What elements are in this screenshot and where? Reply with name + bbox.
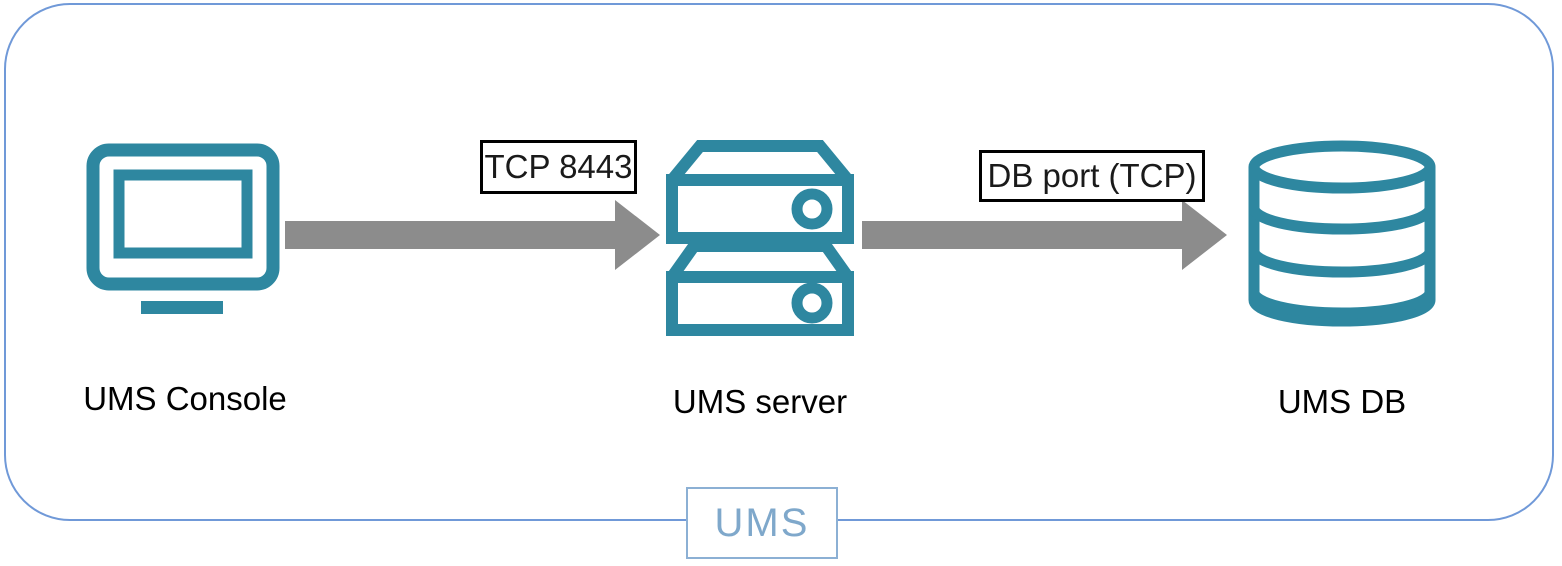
server-rack-icon: [666, 140, 854, 336]
node-ums-server[interactable]: UMS server: [660, 138, 860, 420]
arrow-right-icon: [862, 200, 1227, 270]
database-cylinder-icon: [1248, 140, 1436, 327]
node-ums-db[interactable]: UMS DB: [1240, 140, 1445, 420]
arrow-right-icon: [285, 200, 660, 270]
node-ums-console[interactable]: UMS Console: [80, 140, 290, 417]
node-label-ums-console: UMS Console: [83, 380, 287, 417]
connection-server-to-db: [862, 196, 1227, 286]
node-label-ums-db: UMS DB: [1277, 383, 1407, 420]
port-label-db-port-tcp: DB port (TCP): [979, 150, 1205, 202]
node-label-ums-server: UMS server: [672, 383, 848, 420]
monitor-icon: [86, 143, 280, 314]
port-label-tcp-8443: TCP 8443: [480, 140, 637, 194]
ums-zone-badge: UMS: [686, 487, 838, 559]
connection-console-to-server: [285, 196, 660, 286]
